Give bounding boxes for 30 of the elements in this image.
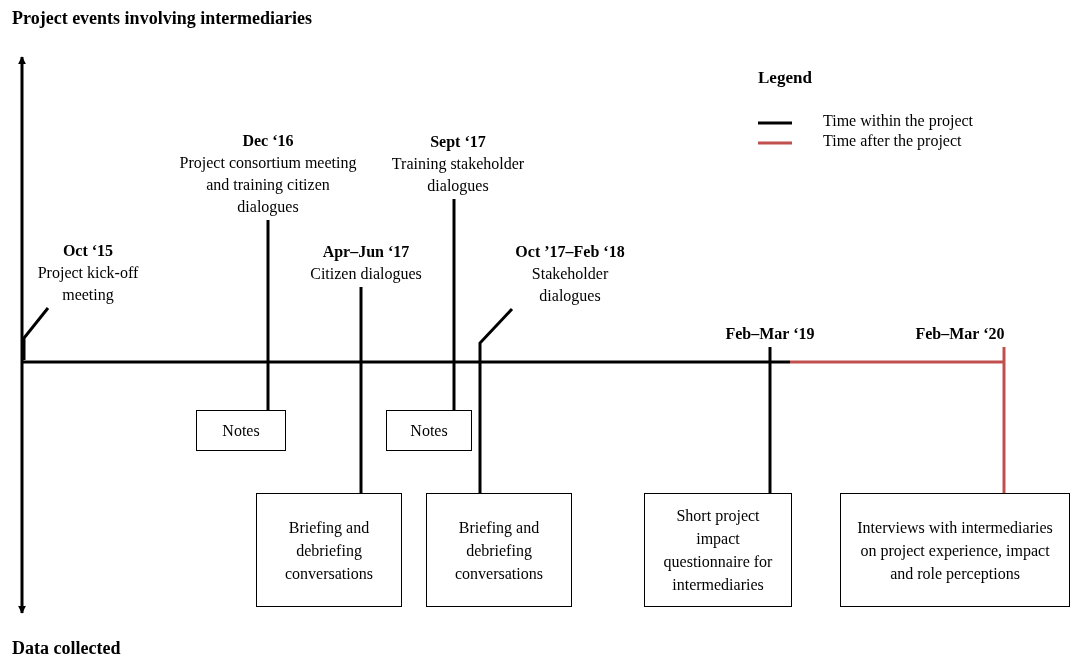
legend-label: Time after the project	[823, 132, 962, 150]
legend-title: Legend	[758, 68, 812, 88]
connector-line	[266, 220, 270, 410]
event-date: Feb–Mar ‘19	[724, 324, 816, 344]
data-source-box: Short project impact questionnaire for intermediaries	[644, 493, 792, 607]
event-description: Training stakeholder dialogues	[390, 154, 526, 197]
connector-line	[359, 287, 363, 493]
event-description: Citizen dialogues	[309, 264, 423, 285]
event-date: Apr–Jun ‘17	[321, 242, 411, 263]
data-source-box: Notes	[196, 410, 286, 451]
axis-label: Data collected	[12, 638, 121, 659]
data-source-box: Interviews with intermediaries on project experience, impact and role perceptions	[840, 493, 1070, 607]
event-description: Project consortium meeting and training citizen dialogues	[178, 153, 358, 218]
event-date: Dec ‘16	[241, 131, 295, 151]
axis-label: Project events involving intermediaries	[12, 8, 313, 29]
data-source-box: Notes	[386, 410, 472, 451]
legend-label: Time within the project	[823, 112, 974, 130]
event-date: Feb–Mar ‘20	[914, 324, 1006, 344]
event-description: Project kick-off meeting	[36, 263, 140, 306]
connector-line	[768, 347, 772, 493]
event-date: Oct ‘15	[61, 241, 115, 261]
event-description: Stakeholder dialogues	[530, 264, 610, 307]
data-source-box: Briefing and debriefing conversations	[426, 493, 572, 607]
connector-line	[22, 307, 50, 360]
connector-line	[478, 307, 514, 493]
event-date: Oct ’17–Feb ‘18	[514, 242, 626, 262]
connector-line	[1002, 347, 1006, 493]
event-date: Sept ‘17	[429, 132, 487, 153]
connector-line	[452, 199, 456, 410]
data-source-box: Briefing and debriefing conversations	[256, 493, 402, 607]
